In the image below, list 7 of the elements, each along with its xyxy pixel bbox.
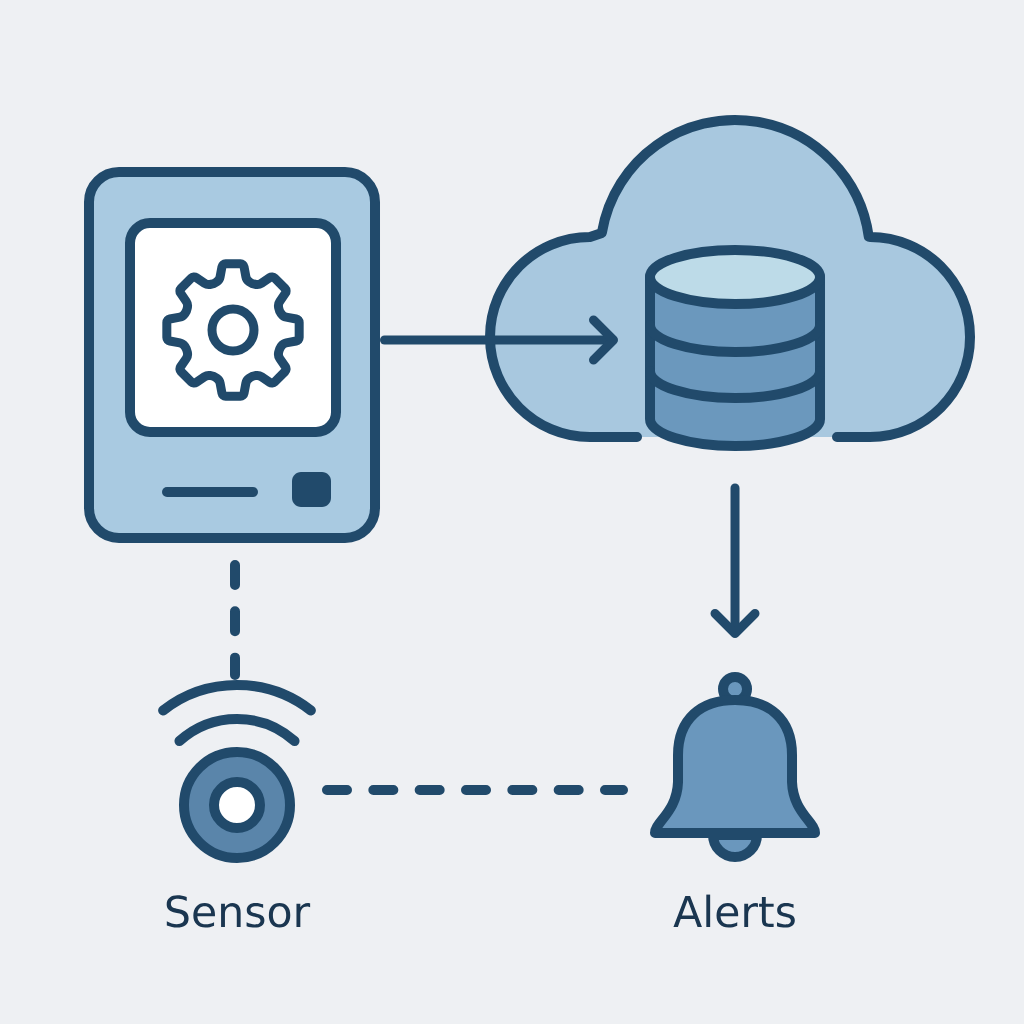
dashed-line [230, 560, 240, 680]
icon-label: Alerts [673, 894, 795, 928]
arrow [710, 483, 760, 638]
dashed-line [322, 785, 628, 795]
icon-label: Sensor [166, 895, 311, 928]
database-cylinder [645, 245, 825, 451]
arrow [380, 315, 618, 365]
